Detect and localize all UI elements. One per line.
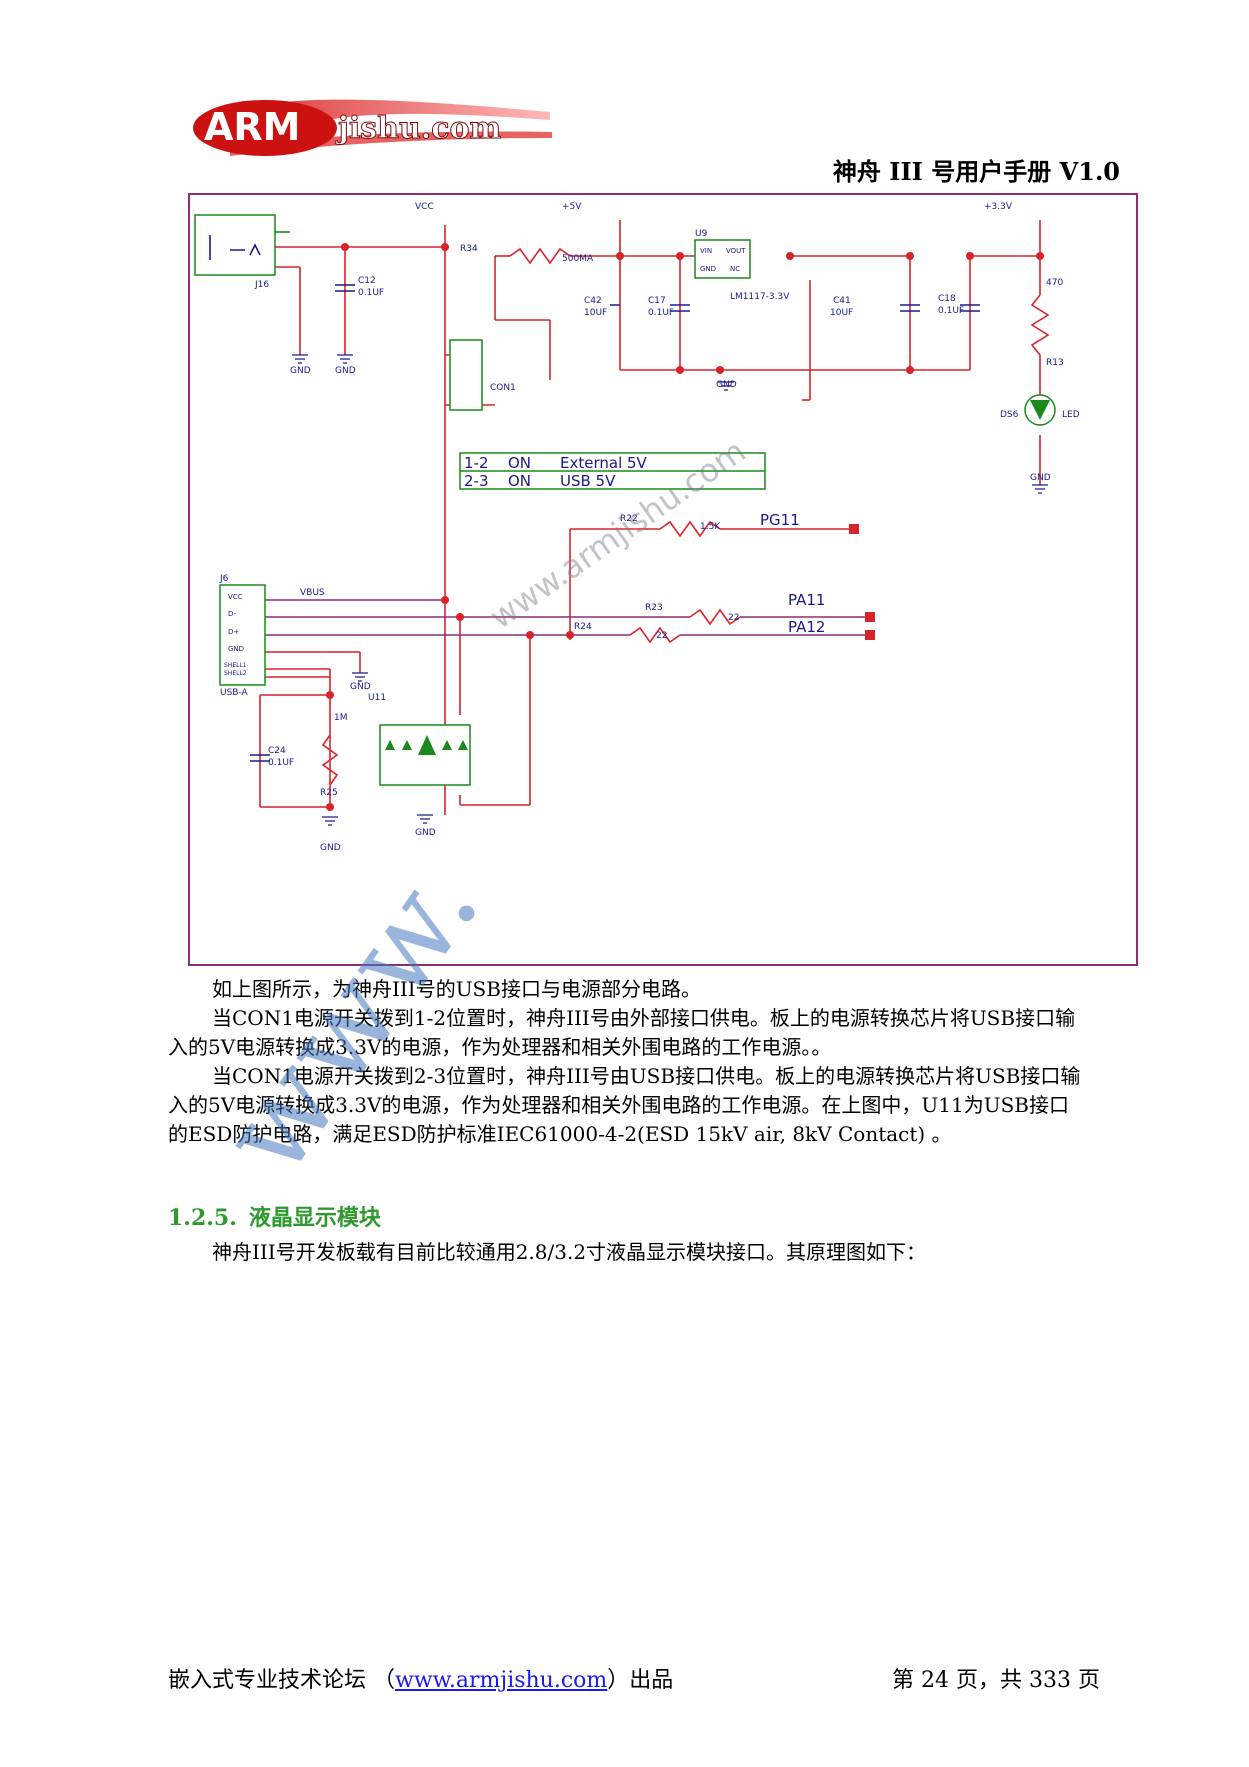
label-c12-value: 0.1UF [358, 288, 384, 298]
text-line: 当CON1电源开关拨到1-2位置时，神舟III号由外部接口供电。板上的电源转换芯… [212, 1006, 1076, 1030]
jumper-row-1-pins: 1-2 [464, 454, 489, 472]
label-r22: R22 [620, 514, 638, 524]
label-vbus: VBUS [300, 588, 325, 598]
label-gnd-4: GND [1030, 473, 1051, 483]
footer-suffix: ）出品 [607, 1668, 674, 1693]
label-c24-value: 0.1UF [268, 758, 294, 768]
label-gnd-3: GND [716, 380, 737, 390]
label-r25: R25 [320, 788, 338, 798]
label-r13: R13 [1046, 358, 1064, 368]
footer-left: 嵌入式专业技术论坛 （www.armjishu.com）出品 [168, 1662, 673, 1694]
label-r22-value: 1.5K [700, 522, 721, 532]
label-c41: C41 [833, 296, 851, 306]
jumper-row-2-desc: USB 5V [560, 472, 616, 490]
jumper-row-2-state: ON [508, 472, 531, 490]
label-c17-value: 0.1UF [648, 308, 674, 318]
label-gnd-1: GND [290, 366, 311, 376]
label-r24: R24 [574, 622, 592, 632]
text-line: 神舟III号开发板载有目前比较通用2.8/3.2寸液晶显示模块接口。其原理图如下… [212, 1240, 927, 1264]
label-gnd-5: GND [350, 682, 371, 692]
label-5v: +5V [562, 202, 582, 212]
section-heading: 1.2.5. 液晶显示模块 [168, 1200, 393, 1232]
label-u11: U11 [368, 693, 386, 703]
logo-arm-text: ARM [204, 105, 300, 149]
footer-prefix: 嵌入式专业技术论坛 （ [168, 1668, 395, 1693]
label-r25-value: 1M [334, 713, 348, 723]
label-gnd-6: GND [320, 843, 341, 853]
label-c42: C42 [584, 296, 602, 306]
label-c17: C17 [648, 296, 666, 306]
label-j6-vcc: VCC [228, 593, 243, 601]
label-u9-nc: NC [730, 265, 740, 273]
label-j6: J6 [219, 574, 229, 584]
label-r34: R34 [460, 244, 478, 254]
section-number: 1.2.5. [168, 1205, 237, 1231]
jumper-row-2-pins: 2-3 [464, 472, 489, 490]
label-pa12: PA12 [788, 618, 825, 636]
label-c42-value: 10UF [584, 308, 607, 318]
label-j16: J16 [254, 280, 269, 290]
label-c18: C18 [938, 294, 956, 304]
footer-link[interactable]: www.armjishu.com [395, 1668, 608, 1693]
paragraph-con1-23: 当CON1电源开关拨到2-3位置时，神舟III号由USB接口供电。板上的电源转换… [168, 1062, 1130, 1149]
label-gnd-2: GND [335, 366, 356, 376]
document-header-title: 神舟 III 号用户手册 V1.0 [832, 157, 1120, 186]
label-c24: C24 [268, 746, 286, 756]
label-con1: CON1 [490, 383, 516, 393]
label-pa11: PA11 [788, 591, 825, 609]
jumper-row-1-state: ON [508, 454, 531, 472]
text-line: 当CON1电源开关拨到2-3位置时，神舟III号由USB接口供电。板上的电源转换… [212, 1064, 1081, 1088]
text-line: 的ESD防护电路，满足ESD防护标准IEC61000-4-2(ESD 15kV … [168, 1122, 952, 1146]
paragraph-intro: 如上图所示，为神舟III号的USB接口与电源部分电路。 [168, 975, 1130, 1004]
label-c12: C12 [358, 276, 376, 286]
label-u9-gnd: GND [700, 265, 716, 273]
label-c41-value: 10UF [830, 308, 853, 318]
paragraph-lcd: 神舟III号开发板载有目前比较通用2.8/3.2寸液晶显示模块接口。其原理图如下… [168, 1238, 1130, 1267]
label-r23: R23 [645, 603, 663, 613]
label-u9: U9 [695, 229, 708, 239]
section-title-text: 液晶显示模块 [248, 1205, 381, 1231]
label-33v: +3.3V [984, 202, 1013, 212]
text-line: 入的5V电源转换成3.3V的电源，作为处理器和相关外围电路的工作电源。在上图中，… [168, 1093, 1069, 1117]
page-number: 第 24 页，共 333 页 [892, 1668, 1100, 1693]
label-j6-shell2: SHELL2 [224, 670, 247, 677]
label-j6-shell1: SHELL1 [224, 662, 247, 669]
jumper-row-1-desc: External 5V [560, 454, 648, 472]
label-j6-dp: D+ [228, 628, 239, 636]
armjishu-logo: ARM jishu.com [193, 99, 552, 156]
label-gnd-7: GND [415, 828, 436, 838]
label-u9-vin: VIN [700, 247, 712, 255]
label-lm1117: LM1117-3.3V [730, 292, 790, 302]
label-j6-dm: D- [228, 610, 236, 618]
label-u9-vout: VOUT [726, 247, 746, 255]
text-line: 如上图所示，为神舟III号的USB接口与电源部分电路。 [212, 977, 701, 1001]
text-line: 入的5V电源转换成3.3V的电源，作为处理器和相关外围电路的工作电源。。 [168, 1035, 832, 1059]
label-ds6: DS6 [1000, 410, 1019, 420]
label-r13-value: 470 [1046, 278, 1063, 288]
label-pg11: PG11 [760, 511, 800, 529]
usb-power-schematic: 1-2 ON External 5V 2-3 ON USB 5V VCC +5V… [188, 193, 1138, 966]
schematic-drawing: 1-2 ON External 5V 2-3 ON USB 5V VCC +5V… [194, 202, 1080, 853]
label-r34-value: 500MA [562, 254, 594, 264]
label-r24-value: 22 [656, 631, 667, 641]
label-r23-value: 22 [728, 613, 739, 623]
paragraph-con1-12: 当CON1电源开关拨到1-2位置时，神舟III号由外部接口供电。板上的电源转换芯… [168, 1004, 1130, 1062]
label-j6-gnd: GND [228, 645, 244, 653]
label-usba: USB-A [220, 688, 249, 698]
label-c18-value: 0.1UF [938, 306, 964, 316]
logo-jishu-text: jishu.com [335, 111, 501, 146]
label-vcc: VCC [415, 202, 434, 212]
label-led: LED [1062, 410, 1080, 420]
